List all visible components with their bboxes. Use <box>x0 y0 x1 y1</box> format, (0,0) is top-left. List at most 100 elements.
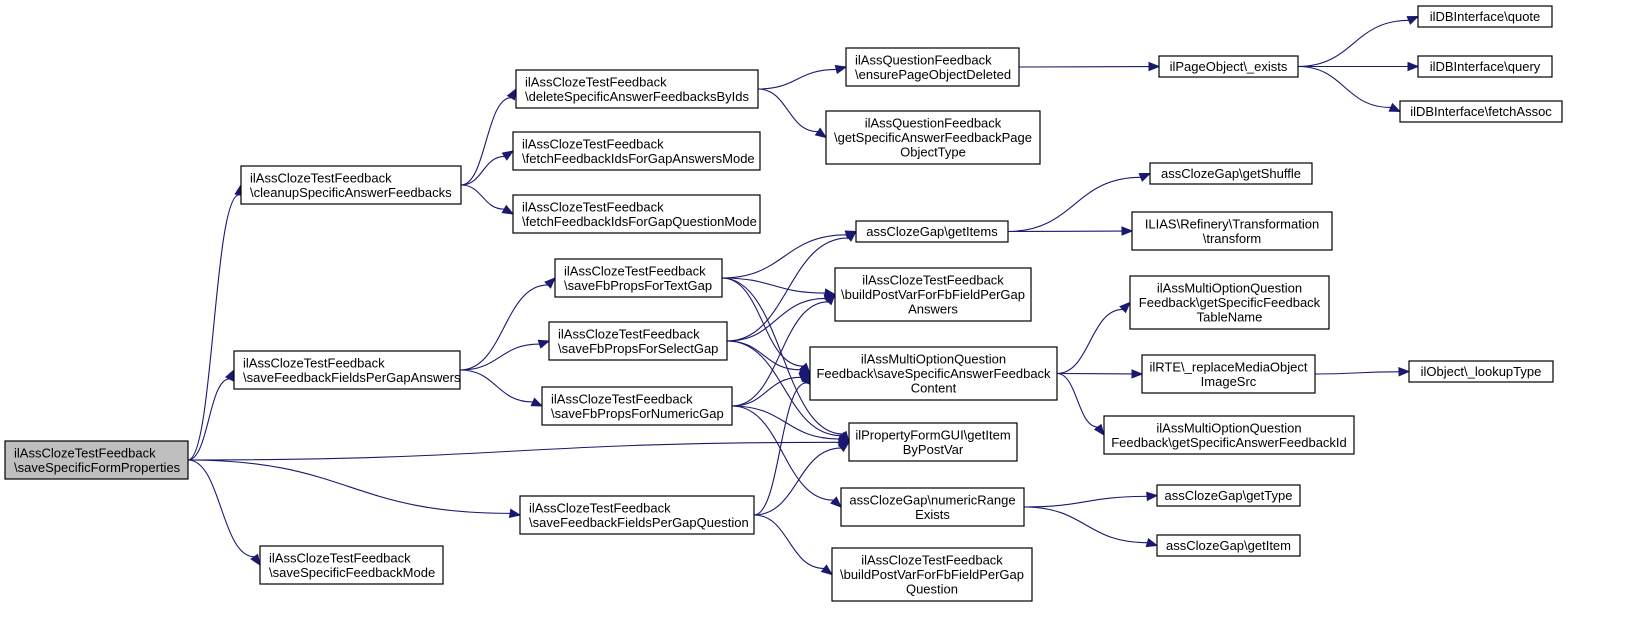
node-label-line: ilAssClozeTestFeedback <box>525 74 667 89</box>
arrowhead-icon <box>1131 369 1144 379</box>
node-exists[interactable]: ilPageObject\_exists <box>1158 55 1299 78</box>
node-saveAns[interactable]: ilAssClozeTestFeedback\saveFeedbackField… <box>233 350 461 390</box>
node-getItem[interactable]: assClozeGap\getItem <box>1156 534 1301 557</box>
node-getShuffle[interactable]: assClozeGap\getShuffle <box>1149 162 1313 185</box>
node-fetchAns[interactable]: ilAssClozeTestFeedback\fetchFeedbackIdsF… <box>512 131 761 171</box>
node-delIds[interactable]: ilAssClozeTestFeedback\deleteSpecificAns… <box>515 69 759 109</box>
node-getItems[interactable]: assClozeGap\getItems <box>855 220 1009 243</box>
edge-line <box>460 184 505 210</box>
node-ensure[interactable]: ilAssQuestionFeedback\ensurePageObjectDe… <box>845 47 1020 87</box>
node-query[interactable]: ilDBInterface\query <box>1417 55 1553 78</box>
node-box <box>240 165 462 205</box>
edge-numGap-to-numRange <box>731 405 842 508</box>
node-transform[interactable]: ILIAS\Refinery\Transformation\transform <box>1131 211 1333 251</box>
node-quote[interactable]: ilDBInterface\quote <box>1417 5 1553 28</box>
edge-saveAns-to-selectGap <box>459 339 551 371</box>
edge-cleanup-to-fetchAns <box>460 150 515 186</box>
arrowhead-icon <box>1406 15 1420 25</box>
node-lookupType[interactable]: ilObject\_lookupType <box>1408 360 1554 383</box>
edge-line <box>731 301 829 407</box>
edge-numRange-to-getItem <box>1023 506 1159 548</box>
arrowhead-icon <box>506 87 517 101</box>
node-label-line: ilPropertyFormGUI\getItem <box>855 427 1010 442</box>
node-saveQ[interactable]: ilAssClozeTestFeedback\saveFeedbackField… <box>519 495 755 535</box>
arrowhead-icon <box>501 204 515 215</box>
node-tableName[interactable]: ilAssMultiOptionQuestionFeedback\getSpec… <box>1129 275 1330 330</box>
node-numGap[interactable]: ilAssClozeTestFeedback\saveFbPropsForNum… <box>541 386 733 426</box>
node-box <box>1129 275 1330 330</box>
node-label-line: \saveFeedbackFieldsPerGapQuestion <box>529 515 749 530</box>
edge-line <box>731 376 801 407</box>
node-label-line: TableName <box>1197 310 1263 325</box>
arrowhead-icon <box>1407 61 1420 72</box>
edge-saveAns-to-numGap <box>459 369 544 407</box>
edge-replaceMedia-to-lookupType <box>1314 367 1411 377</box>
node-label-line: ilDBInterface\query <box>1430 59 1541 74</box>
node-label-line: ilAssClozeTestFeedback <box>269 550 411 565</box>
edges-layer <box>187 15 1420 576</box>
node-selectGap[interactable]: ilAssClozeTestFeedback\saveFbPropsForSel… <box>548 321 728 361</box>
node-box <box>512 194 761 234</box>
node-root[interactable]: ilAssClozeTestFeedback\saveSpecificFormP… <box>4 440 189 480</box>
edge-line <box>1007 176 1141 233</box>
node-label-line: Feedback\saveSpecificAnswerFeedback <box>816 366 1051 381</box>
node-label-line: \ensurePageObjectDeleted <box>855 67 1011 82</box>
node-label-line: ilAssClozeTestFeedback <box>250 170 392 185</box>
arrowhead-icon <box>837 441 851 453</box>
edge-root-to-saveAns <box>187 368 235 461</box>
arrowhead-icon <box>508 508 522 518</box>
node-buildQ[interactable]: ilAssClozeTestFeedback\buildPostVarForFb… <box>831 547 1033 602</box>
node-getPOType[interactable]: ilAssQuestionFeedback\getSpecificAnswerF… <box>825 110 1041 165</box>
edge-root-to-saveMode <box>187 459 261 567</box>
edge-line <box>1056 372 1099 428</box>
node-label-line: ilAssClozeTestFeedback <box>14 445 156 460</box>
edge-textGap-to-buildAns <box>721 277 837 298</box>
edge-delIds-to-ensure <box>757 64 848 90</box>
edge-saveQ-to-saveContent <box>753 372 811 516</box>
node-label-line: ByPostVar <box>903 442 964 457</box>
arrowhead-icon <box>830 496 842 508</box>
edge-saveContent-to-replaceMedia <box>1056 369 1144 379</box>
node-box <box>554 258 723 298</box>
edge-saveQ-to-buildQ <box>753 514 834 576</box>
node-buildAns[interactable]: ilAssClozeTestFeedback\buildPostVarForFb… <box>834 267 1032 322</box>
edge-cleanup-to-delIds <box>460 87 517 186</box>
node-label-line: ilRTE\_replaceMediaObject <box>1150 359 1308 374</box>
node-getAnsFbId[interactable]: ilAssMultiOptionQuestionFeedback\getSpec… <box>1103 415 1355 455</box>
edge-line <box>460 155 505 186</box>
edge-line <box>721 277 826 294</box>
node-cleanup[interactable]: ilAssClozeTestFeedback\cleanupSpecificAn… <box>240 165 462 205</box>
arrowhead-icon <box>824 293 836 306</box>
node-label-line: ilAssClozeTestFeedback <box>861 553 1003 568</box>
node-saveMode[interactable]: ilAssClozeTestFeedback\saveSpecificFeedb… <box>259 545 444 585</box>
node-label-line: ilAssClozeTestFeedback <box>862 273 1004 288</box>
arrowhead-icon <box>1398 367 1411 377</box>
node-label-line: assClozeGap\numericRange <box>849 492 1015 507</box>
edge-line <box>1023 495 1148 508</box>
node-fetchAssoc[interactable]: ilDBInterface\fetchAssoc <box>1399 100 1563 123</box>
edge-cleanup-to-fetchQ <box>460 184 515 215</box>
arrowhead-icon <box>501 150 515 161</box>
node-label-line: \saveSpecificFeedbackMode <box>269 565 435 580</box>
node-box <box>541 386 733 426</box>
node-label-line: \transform <box>1203 231 1262 246</box>
arrowhead-icon <box>820 564 834 576</box>
edge-line <box>187 378 230 461</box>
node-textGap[interactable]: ilAssClozeTestFeedback\saveFbPropsForTex… <box>554 258 723 298</box>
node-getType[interactable]: assClozeGap\getType <box>1156 484 1301 507</box>
node-fetchQ[interactable]: ilAssClozeTestFeedback\fetchFeedbackIdsF… <box>512 194 761 234</box>
node-label-line: \deleteSpecificAnswerFeedbacksByIds <box>525 89 750 104</box>
node-box <box>233 350 461 390</box>
node-label-line: ObjectType <box>900 145 966 160</box>
edge-line <box>460 97 512 186</box>
edge-line <box>721 277 843 435</box>
node-box <box>1156 484 1301 507</box>
arrowhead-icon <box>1388 102 1402 113</box>
node-box <box>515 69 759 109</box>
node-label-line: \buildPostVarForFbFieldPerGap <box>841 287 1025 302</box>
node-saveContent[interactable]: ilAssMultiOptionQuestionFeedback\saveSpe… <box>809 346 1058 401</box>
node-label-line: ilObject\_lookupType <box>1421 364 1542 379</box>
